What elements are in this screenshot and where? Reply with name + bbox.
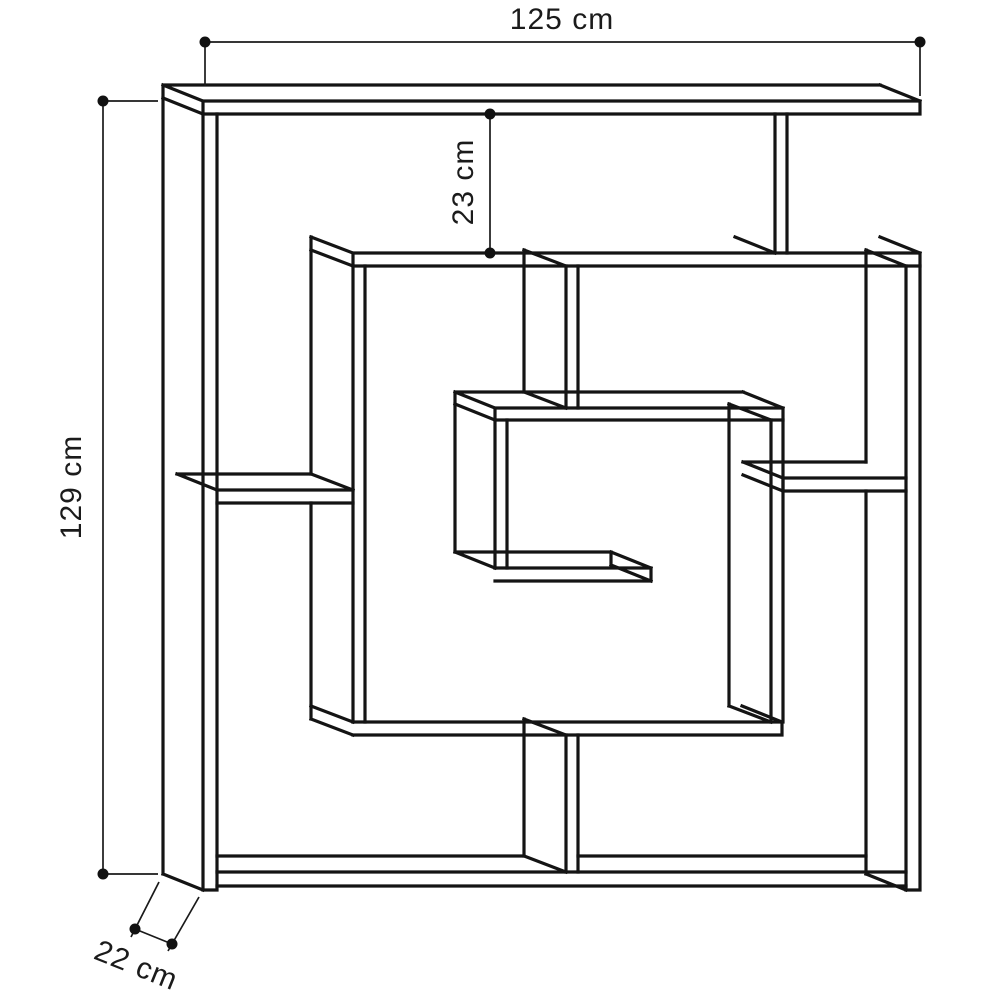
top-section-dimension-label: 23 cm [447, 138, 480, 226]
center-box-left-panel [453, 402, 509, 570]
second-shelf [308, 234, 923, 269]
height-dimension-lines [97, 95, 158, 880]
bottom-base-board [215, 854, 908, 888]
bottom-center-divider [521, 716, 580, 875]
right-middle-shelf [740, 459, 908, 494]
right-side-panel [863, 247, 922, 893]
left-middle-shelf [174, 471, 356, 505]
depth-dimension-lines [129, 881, 200, 952]
square-left-panel [309, 248, 367, 724]
center-box-right-panel [726, 401, 785, 725]
top-board [160, 82, 923, 117]
top-right-divider [732, 112, 789, 256]
square-bottom-shelf [308, 703, 785, 738]
center-box-inner-shelf [452, 549, 654, 584]
center-top-divider [521, 247, 580, 411]
width-dimension-label: 125 cm [509, 3, 615, 36]
left-side-panel [160, 96, 219, 893]
width-dimension-lines [199, 36, 926, 96]
height-dimension-label: 129 cm [55, 434, 88, 540]
top-section-dimension-lines [484, 108, 496, 259]
center-box-top [452, 389, 786, 423]
